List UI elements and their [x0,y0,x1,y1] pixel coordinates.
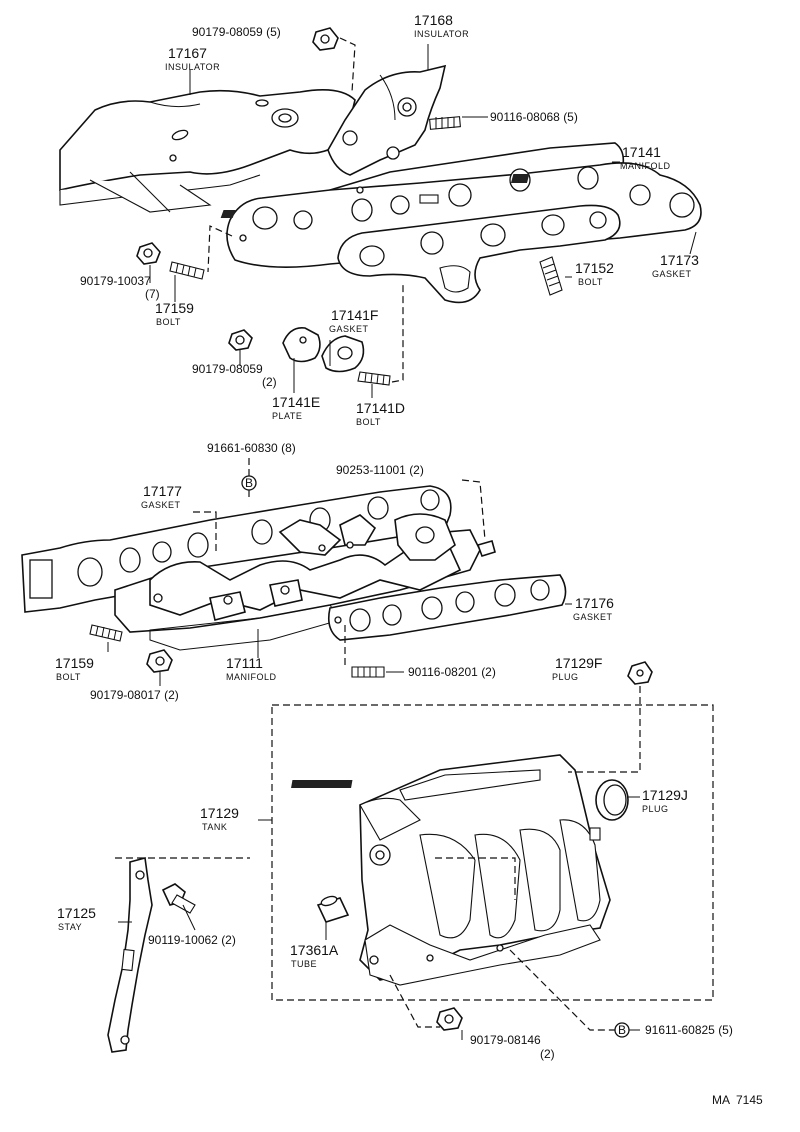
callout-17173-name: GASKET [652,269,692,279]
callout-90179-08059-mid-qty: (2) [262,375,277,389]
footer-code: MA 7145 [712,1093,763,1107]
callout-91611-60825: 91611-60825 (5) [645,1023,733,1037]
marker-b-top-text: B [245,476,253,490]
callout-17159-bottom-num: 17159 [55,655,94,671]
plug-17129f-shape [627,661,653,685]
callout-90119-10062: 90119-10062 (2) [148,933,236,947]
callout-17141-num: 17141 [622,144,661,160]
callout-90179-08146-qty: (2) [540,1047,555,1061]
upper-leader-lines [149,37,697,398]
callout-17176-name: GASKET [573,612,613,622]
callout-17129-name: TANK [202,822,227,832]
callout-17168-name: INSULATOR [414,29,469,39]
callout-17152-name: BOLT [578,277,603,287]
nut-90179-08017-shape [146,649,173,673]
callout-90116-08068: 90116-08068 (5) [490,110,578,124]
callout-17129f-name: PLUG [552,672,579,682]
callout-17129j-num: 17129J [642,787,688,803]
manifold-17111-shape [114,513,481,651]
lower-leader-lines [115,686,641,1040]
callout-17129f-num: 17129F [555,655,602,671]
callout-17141f-name: GASKET [329,324,369,334]
callout-17111-name: MANIFOLD [226,672,277,682]
marker-b-bottom: B [614,1022,630,1038]
callout-17111-num: 17111 [226,655,263,671]
bolt-17141d-shape [357,371,391,386]
callout-90179-10037-qty: (7) [145,287,160,301]
callout-90116-08201: 90116-08201 (2) [408,665,496,679]
callout-17361a-num: 17361A [290,942,339,958]
plug-90253-11001-shape [476,540,496,557]
callout-90179-08059-top: 90179-08059 (5) [192,25,281,39]
gasket-17141f-shape [321,335,365,373]
callout-91661-60830: 91661-60830 (8) [207,441,296,455]
bolt-90119-10062-shape [161,883,196,914]
callout-17141-name: MANIFOLD [620,161,671,171]
stud-17159-top-shape [169,261,205,280]
callout-17159-top-num: 17159 [155,300,194,316]
stud-90116-08201-shape [351,666,385,678]
callout-17141e-name: PLATE [272,411,302,421]
callout-17141f-num: 17141F [331,307,378,323]
callout-labels: 90179-08059 (5) 17168 INSULATOR 17167 IN… [55,12,763,1107]
marker-b-bottom-text: B [618,1023,626,1037]
nut-90179-10037-shape [136,242,161,265]
callout-17177-num: 17177 [143,483,182,499]
plug-17129j-shape [595,779,629,821]
insulator-17168-shape [327,64,447,176]
callout-17167-num: 17167 [168,45,207,61]
callout-90179-08146-num: 90179-08146 [470,1033,541,1047]
callout-17141d-num: 17141D [356,400,405,416]
gasket-17176-shape [327,574,567,641]
callout-17125-num: 17125 [57,905,96,921]
marker-b-top: B [241,475,257,491]
stud-17159-bottom-shape [89,624,123,642]
gasket-17177-shape [21,485,452,613]
tube-17361a-shape [316,895,350,923]
tank-17129-shape [291,754,611,986]
callout-17125-name: STAY [58,922,82,932]
callout-90179-08017: 90179-08017 (2) [90,688,179,702]
nut-top-shape [312,27,339,51]
callout-17141d-name: BOLT [356,417,381,427]
callout-17177-name: GASKET [141,500,181,510]
nut-90179-08146-shape [436,1007,463,1031]
callout-17176-num: 17176 [575,595,614,611]
callout-17159-top-name: BOLT [156,317,181,327]
callout-17361a-name: TUBE [291,959,317,969]
callout-17173-num: 17173 [660,252,699,268]
nut-mid-shape [228,329,253,351]
callout-17141e-num: 17141E [272,394,320,410]
callout-90179-08059-mid-num: 90179-08059 [192,362,263,376]
stud-90116-08068-shape [429,116,461,130]
insulator-17167-shape [59,89,356,213]
callout-90253-11001: 90253-11001 (2) [336,463,424,477]
callout-17159-bottom-name: BOLT [56,672,81,682]
gasket-17173-shape [337,204,621,304]
middle-leader-lines [107,457,572,686]
callout-17129-num: 17129 [200,805,239,821]
callout-17167-name: INSULATOR [165,62,220,72]
callout-17152-num: 17152 [575,260,614,276]
callout-17168-num: 17168 [414,12,453,28]
plate-17141e-shape [282,326,321,363]
stay-17125-shape [107,856,153,1053]
bolt-17152-shape [539,256,563,296]
callout-17129j-name: PLUG [642,804,669,814]
callout-90179-10037-num: 90179-10037 [80,274,151,288]
